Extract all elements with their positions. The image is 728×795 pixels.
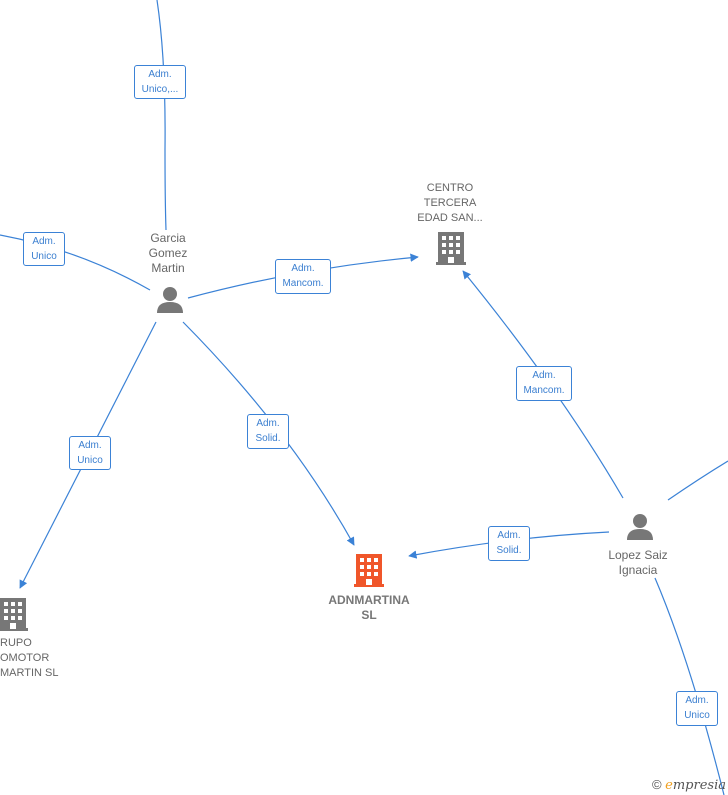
building-icon[interactable]: [0, 598, 28, 631]
brand-logo: empresia: [665, 778, 726, 793]
edge-label-role: Adm.: [685, 695, 709, 706]
edge-line: [156, 0, 167, 231]
edge-label-role: Adm.: [497, 530, 521, 541]
edge-label[interactable]: Adm. Unico: [676, 691, 718, 726]
edge-line: [667, 460, 728, 501]
edge-label[interactable]: Adm. Solid.: [488, 526, 530, 561]
edge-label-role: Adm.: [32, 236, 56, 247]
person-icon[interactable]: [157, 287, 183, 313]
edge-label[interactable]: Adm. Unico: [69, 436, 111, 470]
edge-label-role: Adm.: [256, 418, 280, 429]
edge-label-type: Unico: [31, 251, 57, 262]
node-label-grupo[interactable]: RUPO OMOTOR MARTIN SL: [0, 637, 59, 679]
node-label-adnmartina[interactable]: ADNMARTINA SL: [328, 593, 410, 622]
building-icon[interactable]: [436, 232, 466, 265]
node-label-centro[interactable]: CENTRO TERCERA EDAD SAN...: [417, 182, 483, 224]
watermark: © empresia: [652, 777, 726, 793]
edge-line: [654, 577, 725, 795]
person-icon[interactable]: [627, 514, 653, 540]
edge-label[interactable]: Adm. Mancom.: [516, 366, 572, 401]
edge-line: [0, 234, 151, 291]
edge-label-type: Mancom.: [523, 385, 565, 396]
building-icon[interactable]: [354, 554, 384, 587]
edge-label-type: Unico,...: [141, 84, 179, 95]
edge-label-type: Unico: [77, 455, 103, 466]
edge-label[interactable]: Adm. Unico,...: [134, 65, 186, 99]
edge-label-role: Adm.: [148, 69, 172, 80]
edge-label-role: Adm.: [78, 440, 102, 451]
node-label-garcia[interactable]: Garcia Gomez Martin: [148, 231, 188, 275]
edge-label-type: Mancom.: [282, 278, 324, 289]
edge-label-type: Solid.: [496, 545, 522, 556]
edge-label-role: Adm.: [291, 263, 315, 274]
edge-label-role: Adm.: [532, 370, 556, 381]
edge-label[interactable]: Adm. Solid.: [247, 414, 289, 449]
edge-label[interactable]: Adm. Mancom.: [275, 259, 331, 294]
edge-label-type: Solid.: [255, 433, 281, 444]
node-label-lopez[interactable]: Lopez Saiz Ignacia: [608, 548, 668, 577]
copyright-icon: ©: [651, 777, 662, 792]
edge-label[interactable]: Adm. Unico: [23, 232, 65, 266]
edge-label-type: Unico: [684, 710, 710, 721]
